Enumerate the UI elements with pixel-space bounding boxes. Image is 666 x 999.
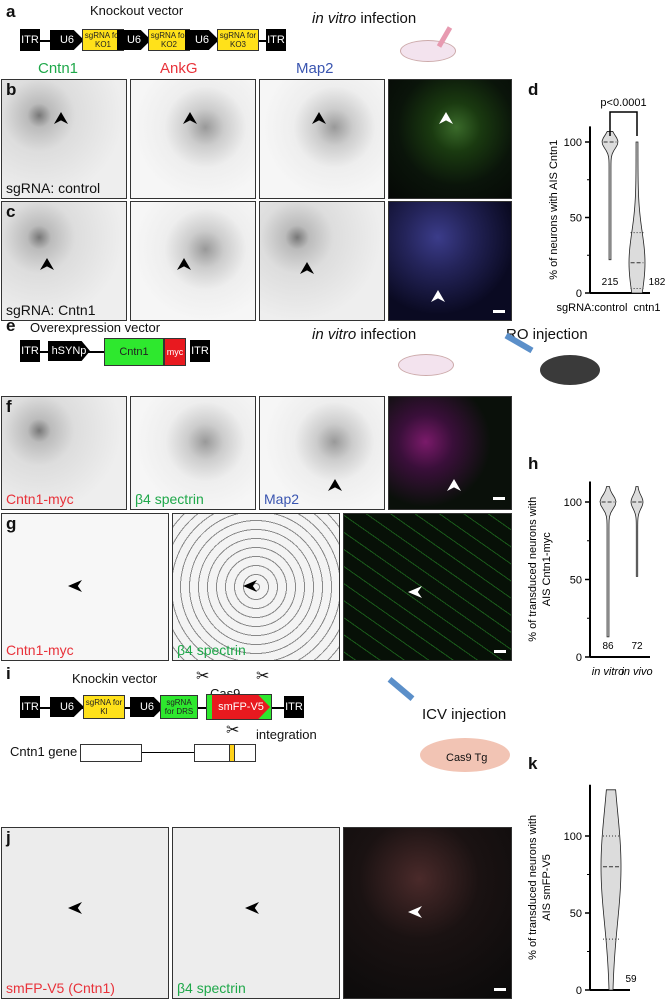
n-count-label: 59 xyxy=(625,974,637,985)
micrograph-j-merge xyxy=(343,827,512,999)
sgrna-ki: sgRNA for KI xyxy=(83,695,125,719)
icv-injection-label: ICV injection xyxy=(422,706,507,723)
micrograph-b-ankg xyxy=(130,79,256,199)
myc-tag-block: myc xyxy=(164,338,186,366)
y-tick-label: 100 xyxy=(564,831,582,843)
sgrna-ko3: sgRNA for KO3 xyxy=(217,29,259,51)
micrograph-f-b4-spectrin: β4 spectrin xyxy=(130,396,256,510)
u6-promoter: U6 xyxy=(50,30,84,50)
column-label-ankg: AnkG xyxy=(160,60,198,77)
scissors-icon: ✂ xyxy=(226,722,240,739)
integration-label: integration xyxy=(256,727,317,742)
column-label-map2: Map2 xyxy=(296,60,334,77)
pup-icon xyxy=(420,738,510,772)
violin-shape xyxy=(600,789,622,991)
y-tick-label: 50 xyxy=(570,575,582,587)
ro-injection-label: RO injection xyxy=(506,326,588,343)
violin-shape xyxy=(599,486,617,638)
u6-promoter: U6 xyxy=(50,697,84,717)
cntn1-gene-label: Cntn1 gene xyxy=(10,744,78,759)
y-tick-label: 0 xyxy=(576,985,582,997)
n-count-label: 182 xyxy=(649,277,666,288)
itr-right: ITR xyxy=(190,340,210,362)
x-category-label: sgRNA:control xyxy=(557,302,628,314)
itr-left: ITR xyxy=(20,29,40,51)
x-category-label: in vitro xyxy=(592,666,624,678)
itr-left: ITR xyxy=(20,696,40,718)
panel-label-d: d xyxy=(528,80,539,99)
knockin-vector-title: Knockin vector xyxy=(72,671,158,686)
y-tick-label: 50 xyxy=(570,213,582,225)
violin-shape xyxy=(628,141,646,294)
micrograph-g-merge xyxy=(343,513,512,661)
n-count-label: 86 xyxy=(602,641,614,652)
itr-right: ITR xyxy=(284,696,304,718)
y-tick-label: 100 xyxy=(564,497,582,509)
y-tick-label: 0 xyxy=(576,652,582,664)
in-vitro-infection-label: in vitro infection xyxy=(312,326,417,343)
significance-bracket xyxy=(609,111,638,136)
micrograph-b-merge xyxy=(388,79,512,199)
micrograph-c-map2 xyxy=(259,201,385,321)
culture-dish-icon xyxy=(398,354,454,376)
panel-label-h: h xyxy=(528,454,539,473)
n-count-label: 215 xyxy=(602,277,619,288)
panel-label-i: i xyxy=(6,664,11,683)
itr-right: ITR xyxy=(266,29,286,51)
cas9-tg-label: Cas9 Tg xyxy=(446,752,488,764)
u6-promoter: U6 xyxy=(117,30,151,50)
micrograph-b-map2 xyxy=(259,79,385,199)
y-axis-label: % of transduced neurons with xyxy=(527,815,539,960)
x-category-label: cntn1 xyxy=(634,302,661,314)
micrograph-f-map2: Map2 xyxy=(259,396,385,510)
y-axis-label: % of neurons with AIS Cntn1 xyxy=(548,140,560,280)
x-category-label: in vivo xyxy=(621,666,652,678)
micrograph-g-b4-spectrin: β4 spectrin xyxy=(172,513,340,661)
micrograph-c-merge xyxy=(388,201,512,321)
panel-label-a: a xyxy=(6,2,16,21)
micrograph-f-merge xyxy=(388,396,512,510)
y-axis-label: % of transduced neurons with xyxy=(527,497,539,642)
violin-shape xyxy=(601,131,619,261)
overexpression-vector-title: Overexpression vector xyxy=(30,320,161,335)
y-tick-label: 50 xyxy=(570,908,582,920)
cntn1-gene-block: Cntn1 xyxy=(104,338,164,366)
mouse-icon xyxy=(540,355,600,385)
violin-shape xyxy=(630,486,644,577)
micrograph-c-ankg xyxy=(130,201,256,321)
scissors-icon: ✂ xyxy=(256,668,270,685)
hsyn-promoter: hSYNp xyxy=(48,341,90,361)
panel-label-e: e xyxy=(6,316,16,335)
column-label-cntn1: Cntn1 xyxy=(38,60,79,77)
y-axis-label: AIS Cntn1-myc xyxy=(541,532,553,606)
u6-promoter: U6 xyxy=(185,30,219,50)
y-tick-label: 0 xyxy=(576,288,582,300)
sgrna-drs: sgRNA for DRS xyxy=(160,695,198,719)
sgrna-ko1: sgRNA for KO1 xyxy=(82,29,124,51)
scissors-icon: ✂ xyxy=(196,668,210,685)
u6-promoter: U6 xyxy=(130,697,164,717)
p-value-label: p<0.0001 xyxy=(600,97,646,109)
n-count-label: 72 xyxy=(631,641,643,652)
smfp-v5-block: smFP-V5 xyxy=(212,695,270,719)
y-axis-label: AIS smFP-V5 xyxy=(541,854,553,921)
in-vitro-infection-label: in vitro infection xyxy=(312,10,417,27)
panel-label-k: k xyxy=(528,754,538,773)
knockout-vector-title: Knockout vector xyxy=(90,3,184,18)
y-tick-label: 100 xyxy=(564,137,582,149)
itr-left: ITR xyxy=(20,340,40,362)
